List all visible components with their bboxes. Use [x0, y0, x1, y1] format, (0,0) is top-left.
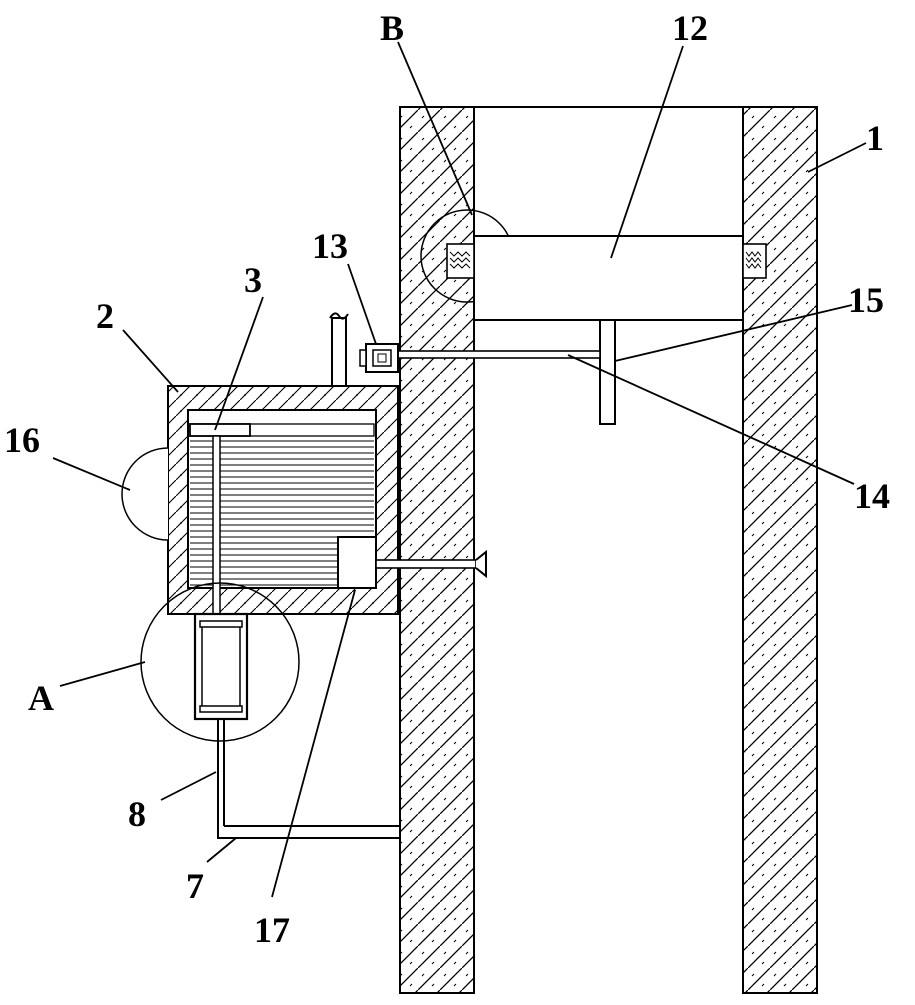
detail-circle-a	[140, 582, 300, 742]
label-a: A	[28, 678, 54, 718]
part-labels: B 12 1 13 3 2 15 16 14 A 8 7 17	[4, 8, 890, 950]
label-13: 13	[312, 226, 348, 266]
label-8: 8	[128, 794, 146, 834]
piston-rod	[212, 435, 221, 617]
leader-lines	[52, 41, 867, 898]
motor-13	[359, 343, 399, 373]
right-spring	[742, 243, 767, 279]
horizontal-rod-14	[397, 350, 601, 359]
left-shaft-wall	[399, 106, 475, 994]
lower-cylinder	[193, 612, 249, 721]
label-17: 17	[254, 910, 290, 950]
label-7: 7	[186, 866, 204, 906]
valve-box-17	[337, 536, 377, 589]
side-dome-16	[121, 447, 169, 541]
label-12: 12	[672, 8, 708, 48]
label-3: 3	[244, 260, 262, 300]
label-2: 2	[96, 296, 114, 336]
piston-block-12	[473, 235, 744, 321]
label-b: B	[380, 8, 404, 48]
float-3	[189, 423, 251, 437]
right-shaft-wall	[742, 106, 818, 994]
label-1: 1	[866, 118, 884, 158]
tank-2	[167, 385, 399, 617]
pipe-7	[217, 828, 400, 839]
inlet-pipe	[329, 312, 349, 389]
outlet-nozzle	[375, 549, 487, 579]
label-14: 14	[854, 476, 890, 516]
left-spring	[446, 243, 475, 279]
label-15: 15	[848, 280, 884, 320]
label-16: 16	[4, 420, 40, 460]
